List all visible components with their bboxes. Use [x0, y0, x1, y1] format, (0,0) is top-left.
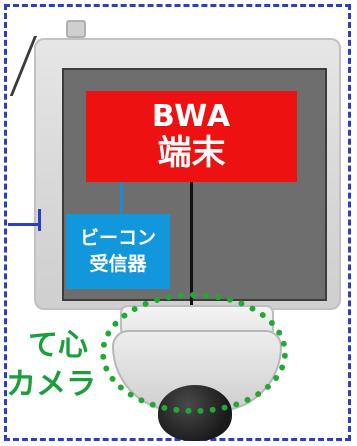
- camera-label: て心 カメラ: [6, 326, 96, 404]
- enclosure-latch: [66, 20, 86, 38]
- frame-connector-line: [8, 223, 40, 226]
- dashed-frame: [4, 4, 351, 441]
- bwa-terminal-box: BWA 端末: [86, 91, 297, 182]
- beacon-receiver-label-line1: ビーコン: [79, 226, 156, 249]
- beacon-cable: [120, 182, 123, 214]
- terminal-cable: [190, 182, 193, 322]
- frame-connector-tip: [38, 209, 41, 231]
- camera-label-line2: カメラ: [6, 367, 96, 402]
- beacon-receiver-box: ビーコン 受信器: [66, 214, 170, 289]
- camera-highlight-oval: [100, 292, 288, 414]
- bwa-terminal-label-line2: 端末: [157, 133, 226, 174]
- bwa-terminal-label-line1: BWA: [151, 98, 232, 134]
- beacon-receiver-label-line2: 受信器: [89, 252, 147, 275]
- camera-label-line1: て心: [28, 328, 88, 363]
